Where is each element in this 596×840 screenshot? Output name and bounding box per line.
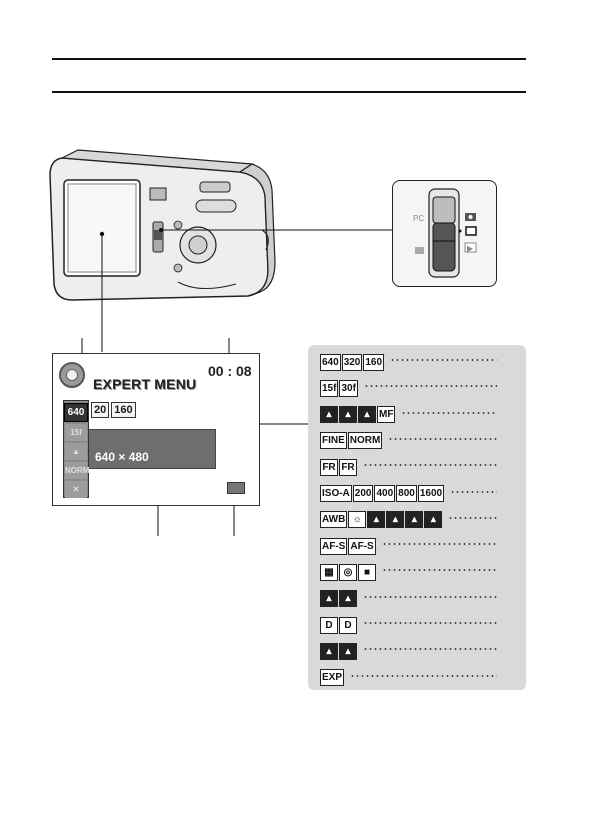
dotted-leader xyxy=(363,622,497,624)
setting-icon: D xyxy=(339,617,357,634)
setting-icon: 160 xyxy=(363,354,384,371)
sidebar-item-resolution[interactable]: 640 xyxy=(64,403,88,422)
setting-icon: ▴ xyxy=(358,406,376,423)
setting-icon: 200 xyxy=(353,485,374,502)
lcd-expert-menu-screen: EXPERT MENU 00 : 08 20 160 640 × 480 640… xyxy=(52,353,260,506)
sidebar-item-frame-rate[interactable]: 15f xyxy=(65,424,87,441)
sidebar-item-noise-reduction[interactable]: ✕ xyxy=(65,481,87,498)
icon-group: ▴▴ xyxy=(320,590,357,607)
icon-row: ▴▴ xyxy=(320,641,357,661)
setting-icon: 1600 xyxy=(418,485,444,502)
setting-icon: FR xyxy=(320,459,338,476)
sidebar-item-quality[interactable]: NORM xyxy=(65,462,87,479)
setting-icon: ◎ xyxy=(339,564,357,581)
icon-group: ▴▴▴MF xyxy=(320,406,395,423)
icon-group: ▴▴ xyxy=(320,643,357,660)
icon-group: EXP xyxy=(320,669,344,686)
setting-icon: 320 xyxy=(342,354,363,371)
setting-icon: FINE xyxy=(320,432,347,449)
resolution-option: 160 xyxy=(111,402,135,418)
setting-icon: 800 xyxy=(396,485,417,502)
dotted-leader xyxy=(363,596,497,598)
expert-menu-title: EXPERT MENU xyxy=(93,376,196,392)
setting-icon: 30f xyxy=(339,380,357,397)
setting-icon: ▴ xyxy=(320,406,338,423)
mode-dial-inset: PC ▶ xyxy=(392,180,497,287)
svg-text:▶: ▶ xyxy=(467,244,474,253)
setting-icon: D xyxy=(320,617,338,634)
setting-icon: ■ xyxy=(358,564,376,581)
dotted-leader xyxy=(363,464,497,466)
resolution-popup-value: 640 × 480 xyxy=(95,450,149,464)
dotted-leader xyxy=(450,491,497,493)
dotted-leader xyxy=(390,359,497,361)
mode-dial-icon xyxy=(59,362,85,388)
dotted-leader xyxy=(363,648,497,650)
setting-icon: AF-S xyxy=(320,538,347,555)
icon-row: ▴▴▴MF xyxy=(320,405,395,425)
dotted-leader xyxy=(350,675,497,677)
icon-row: ▴▴ xyxy=(320,589,357,609)
sidebar-item-scene[interactable]: ▲ xyxy=(65,443,87,460)
dotted-leader xyxy=(382,543,497,545)
dotted-leader xyxy=(382,569,497,571)
video-mode-icon xyxy=(466,227,476,235)
setting-icon: ▴ xyxy=(386,511,404,528)
setting-icon: ▴ xyxy=(405,511,423,528)
battery-icon xyxy=(227,482,245,494)
icon-group: AWB☼▴▴▴▴ xyxy=(320,511,442,528)
recording-time: 00 : 08 xyxy=(208,363,252,379)
icon-row: AWB☼▴▴▴▴ xyxy=(320,510,442,530)
resolution-popup: 640 × 480 xyxy=(88,429,216,469)
setting-icon: ▦ xyxy=(320,564,338,581)
resolution-options: 20 160 xyxy=(91,402,136,418)
mode-switch-graphic: PC ▶ xyxy=(393,181,495,285)
setting-icon: ▴ xyxy=(424,511,442,528)
menu-sidebar: 640 15f ▲ NORM ✕ xyxy=(63,400,89,498)
setting-icon: ▴ xyxy=(339,590,357,607)
setting-icon: 15f xyxy=(320,380,338,397)
setting-icon: NORM xyxy=(348,432,383,449)
setting-icon: ▴ xyxy=(339,643,357,660)
icon-group: ▦◎■ xyxy=(320,564,376,581)
dotted-leader xyxy=(401,412,497,414)
setting-icon: MF xyxy=(377,406,395,423)
setting-icon: 640 xyxy=(320,354,341,371)
setting-icon: AWB xyxy=(320,511,347,528)
pc-label: PC xyxy=(413,214,424,223)
setting-icon: ▴ xyxy=(339,406,357,423)
setting-icon: ☼ xyxy=(348,511,366,528)
icon-row: ▦◎■ xyxy=(320,562,376,582)
dotted-leader xyxy=(448,517,497,519)
dotted-leader xyxy=(388,438,497,440)
setting-icon: ▴ xyxy=(320,643,338,660)
setting-icon: EXP xyxy=(320,669,344,686)
icon-row: EXP xyxy=(320,668,344,688)
resolution-option: 20 xyxy=(91,402,109,418)
setting-icon: FR xyxy=(339,459,357,476)
setting-icon: ISO-A xyxy=(320,485,352,502)
dotted-leader xyxy=(364,385,497,387)
print-icon xyxy=(415,247,424,254)
setting-icon: 400 xyxy=(374,485,395,502)
setting-icon: AF-S xyxy=(348,538,375,555)
setting-icon: ▴ xyxy=(320,590,338,607)
setting-icon: ▴ xyxy=(367,511,385,528)
